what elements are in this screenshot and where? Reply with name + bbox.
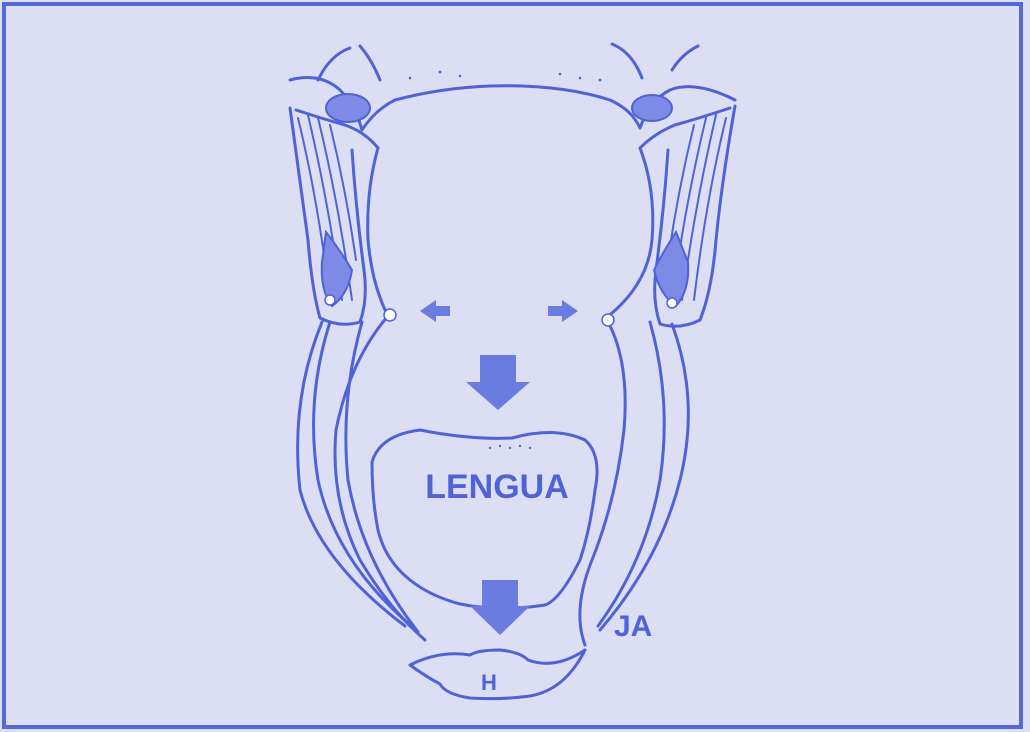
hyoid-bone — [410, 650, 585, 699]
left-gland — [326, 94, 370, 122]
tongue-label: LENGUA — [425, 468, 569, 506]
right-skull-curve — [612, 44, 698, 78]
right-dot-1 — [602, 314, 614, 326]
author-initials: JA — [614, 610, 652, 643]
down-arrow-icon — [470, 580, 530, 635]
left-skull-curve — [318, 46, 380, 80]
hyoid-label: H — [481, 670, 497, 695]
down-arrow-icon — [466, 355, 530, 410]
cavity-outline — [368, 148, 653, 318]
left-arrow-icon — [420, 300, 450, 322]
left-muscle-fill — [322, 232, 352, 306]
right-long-muscle-inner — [598, 322, 688, 630]
right-dot-2 — [667, 298, 677, 308]
left-dot-2 — [384, 309, 396, 321]
right-arrow-icon — [548, 300, 578, 322]
right-gland — [632, 95, 672, 121]
left-dot-1 — [325, 295, 335, 305]
left-long-muscle-inner — [314, 322, 418, 632]
